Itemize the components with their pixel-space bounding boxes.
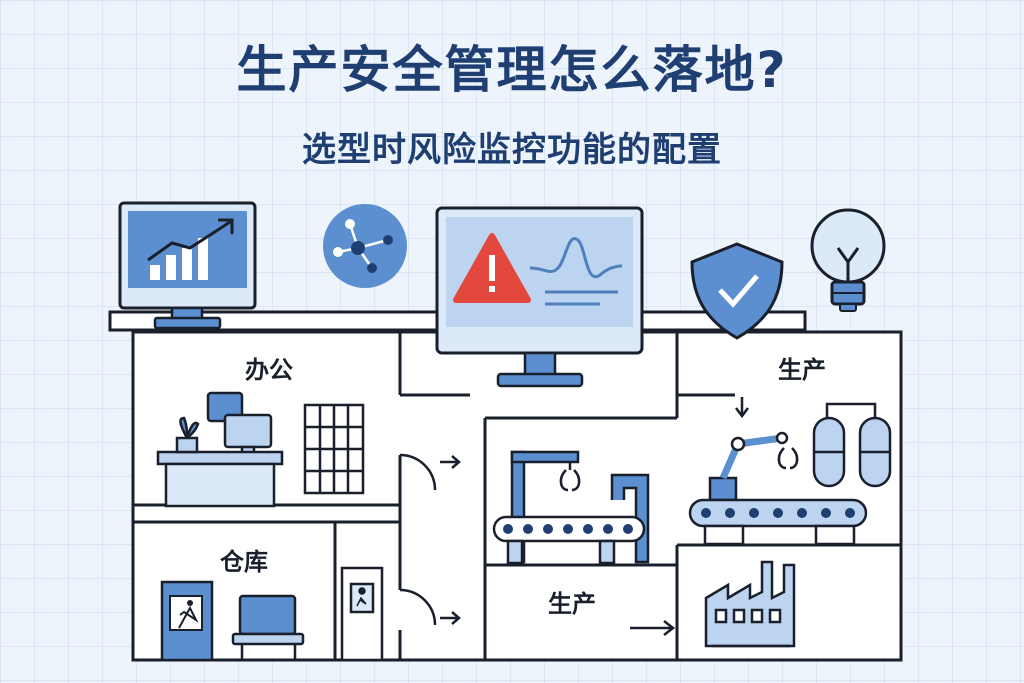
room-label-office: 办公 (245, 356, 293, 384)
emergency-exit-icon (160, 580, 214, 662)
warehouse-chair (231, 594, 305, 660)
page-subtitle: 选型时风险监控功能的配置 (302, 130, 722, 170)
storage-tanks (812, 402, 892, 488)
network-hub-icon (323, 204, 407, 288)
shield-check-icon (690, 242, 784, 340)
robot-arm-conveyor (688, 431, 868, 546)
warning-monitor-icon (435, 206, 644, 388)
factory-icon (704, 560, 796, 648)
production-line-machine (492, 450, 650, 565)
room-label-production-bottom: 生产 (548, 590, 596, 618)
page-title: 生产安全管理怎么落地? (236, 41, 788, 99)
door-arcs (399, 453, 437, 626)
chart-monitor-icon (118, 201, 257, 330)
office-desk (156, 391, 284, 508)
exit-door (340, 566, 384, 662)
bookshelf (303, 403, 365, 495)
room-label-warehouse: 仓库 (219, 548, 268, 576)
lightbulb-icon (810, 208, 886, 312)
room-label-production-top: 生产 (778, 356, 826, 384)
flow-arrows (440, 397, 749, 636)
